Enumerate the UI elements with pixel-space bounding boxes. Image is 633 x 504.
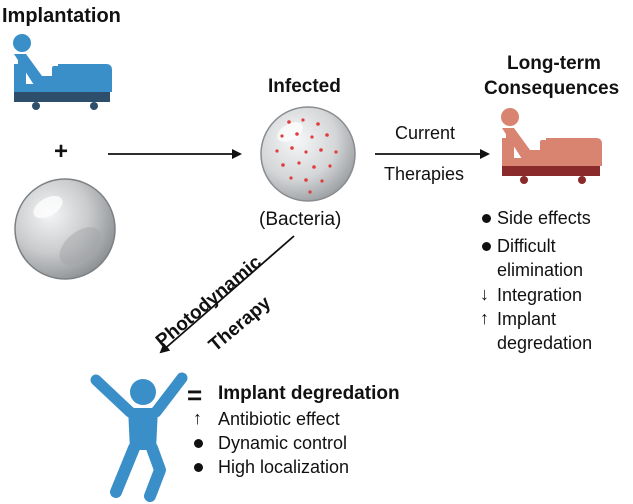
consequence-item: Implant	[497, 309, 557, 329]
plus-sign: +	[54, 138, 69, 165]
bullet-icon	[194, 439, 203, 448]
implantation-label: Implantation	[2, 5, 121, 27]
consequence-item: degredation	[497, 333, 593, 353]
consequence-item: Side effects	[497, 208, 591, 228]
bacteria-label: (Bacteria)	[259, 209, 342, 230]
down-arrow-icon: ↓	[480, 284, 489, 304]
arrow-to-pdt	[159, 235, 295, 354]
consequences-label: Consequences	[484, 78, 620, 99]
implant-sphere-icon	[14, 178, 116, 280]
bullet-icon	[482, 214, 491, 223]
equals-sign: =	[187, 380, 203, 410]
infected-sphere-icon	[260, 106, 356, 202]
bacteria-dots	[275, 118, 338, 194]
up-arrow-icon: ↑	[193, 408, 202, 428]
pdt-item: Antibiotic effect	[218, 409, 340, 429]
pdt-item: Dynamic control	[218, 433, 348, 453]
person-cheering-icon	[90, 372, 188, 502]
consequence-item: elimination	[497, 260, 584, 280]
pdt-item: High localization	[218, 457, 350, 477]
pdt-heading: Implant degredation	[218, 383, 400, 404]
bullet-icon	[482, 242, 491, 251]
consequence-item: Difficult	[497, 236, 556, 256]
patient-in-bed-icon	[13, 34, 112, 110]
therapies-label: Therapies	[384, 164, 465, 184]
up-arrow-icon: ↑	[480, 308, 489, 328]
consequence-item: Integration	[497, 285, 583, 305]
infected-label: Infected	[268, 76, 341, 97]
bullet-icon	[194, 463, 203, 472]
long-term-label: Long-term	[507, 53, 601, 74]
patient-in-bed-icon	[501, 108, 602, 184]
current-label: Current	[395, 123, 456, 143]
